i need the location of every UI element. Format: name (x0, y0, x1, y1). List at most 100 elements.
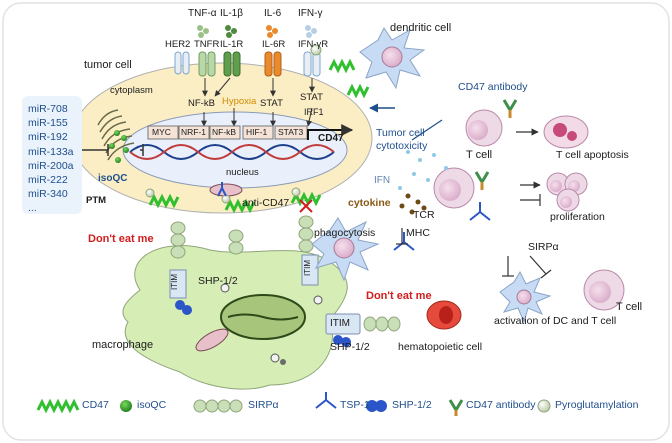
itim-box-right (301, 254, 319, 286)
label-hypoxia: Hypoxia (222, 96, 257, 107)
label-ifn: IFN (374, 175, 391, 186)
dna-strand-b (129, 144, 335, 160)
label-stat-b: STAT (300, 92, 323, 103)
dendritic-cell-2 (311, 217, 380, 282)
label-sirpa: SIRPα (528, 241, 559, 253)
label-hematopoietic-cell: hematopoietic cell (398, 341, 483, 353)
sirpa-stack-left (170, 221, 186, 259)
label-il1b: IL-1β (220, 8, 243, 19)
mirna-panel (22, 96, 82, 214)
gene-boxes (147, 125, 308, 140)
shp-dots (175, 300, 351, 347)
mirna-item: miR-155 (28, 117, 68, 130)
legend-tsp1-glyph (315, 392, 337, 409)
mirna-item: miR-708 (28, 103, 68, 115)
mirna-item: miR-340 (28, 188, 68, 201)
anti-cd47-antibody (217, 182, 227, 197)
label-shp-a: SHP-1/2 (198, 275, 238, 287)
label-dendritic-cell: dendritic cell (390, 22, 452, 34)
label-mhc: MHC (406, 227, 430, 239)
legend-isoqc-glyph (120, 400, 132, 412)
label-tnfr: TNFR (194, 39, 220, 50)
label-tumor-cytotoxicity-1: Tumor cell (376, 127, 425, 139)
label-nfkb: NF-kB (188, 98, 215, 109)
label-itim-b: ITIM (303, 260, 312, 276)
label-nucleus: nucleus (226, 167, 259, 178)
label-ifng: IFN-γ (298, 8, 323, 19)
label-tnf-alpha: TNF-α (188, 8, 217, 19)
label-activation: activation of DC and T cell (494, 315, 617, 327)
label-macrophage: macrophage (92, 339, 154, 351)
mitochondrion-1 (195, 328, 229, 352)
label-cd47-gene: CD47 (318, 133, 344, 144)
label-anti-cd47: anti-CD47 (242, 197, 290, 209)
label-cytokine: cytokine (348, 197, 391, 209)
label-phagocytosis: phagocytosis (314, 227, 376, 239)
dendritic-cell (359, 27, 426, 90)
t-cell-middle (433, 167, 475, 209)
legend-sirpa-glyph (193, 399, 243, 413)
legend-sirpa: SIRPα (248, 399, 279, 411)
label-il1r: IL-1R (220, 39, 244, 50)
tsp1-icon-a (469, 202, 491, 221)
label-stat-a: STAT (260, 98, 283, 109)
label-cytoplasm: cytoplasm (110, 85, 153, 96)
label-il6: IL-6 (264, 8, 282, 19)
legend-shp: SHP-1/2 (392, 399, 432, 411)
legend-pyroglu-glyph (537, 399, 551, 413)
legend-cd47-antibody: CD47 antibody (466, 399, 536, 411)
ligand-ifng (305, 25, 317, 38)
label-ifngr: IFN-γR (298, 39, 329, 50)
itim-box-bottom (325, 313, 361, 335)
label-shp-b: SHP-1/2 (330, 341, 370, 353)
cd47-membrane-top-right (328, 58, 356, 74)
legend-pyroglu: Pyroglutamylation (555, 399, 639, 411)
receptor-ifngr (303, 51, 321, 77)
mirna-item: miR-192 (28, 131, 68, 144)
isoqc-dots (109, 130, 129, 163)
label-proliferation: proliferation (550, 211, 605, 223)
sirpa-stack-right (298, 215, 314, 253)
label-ptm: PTM (86, 195, 107, 206)
receptor-il6r (264, 51, 282, 77)
label-t-cell-apoptosis: T cell apoptosis (556, 149, 629, 161)
sirpa-horizontal (363, 316, 401, 332)
label-tumor-cytotoxicity-2: cytotoxicity (376, 140, 428, 152)
gene-stat3: STAT3 (278, 127, 304, 137)
gene-nfkb: NF-kB (212, 127, 237, 137)
label-itim-c: ITIM (330, 318, 350, 329)
mirna-item: miR-200a (28, 159, 74, 172)
mirna-item: ... (28, 202, 37, 215)
itim-box-left (169, 269, 187, 299)
cd47-transcription-arrow (307, 124, 354, 140)
proliferating-t-cells (546, 172, 588, 212)
label-dont-eat-me-2: Don't eat me (366, 290, 432, 302)
hematopoietic-cell (426, 300, 462, 330)
receptor-il1r (223, 51, 241, 77)
legend-tsp1: TSP-1 (340, 399, 370, 411)
t-cell-bottom (583, 269, 625, 311)
pyroglutamylation-dot (310, 44, 322, 56)
ifn-dots (398, 150, 448, 190)
legend-cd47: CD47 (82, 399, 109, 411)
cd47-membrane-bottom-left (148, 193, 180, 209)
t-cell-top (465, 109, 503, 147)
sirpa-stack-mid (228, 229, 244, 255)
legend-cd47-glyph (36, 398, 80, 414)
gene-nrf1: NRF-1 (181, 127, 207, 137)
label-irf1: IRF1 (304, 107, 324, 117)
legend-shp-glyph (366, 400, 387, 412)
ligand-tnf-alpha (197, 25, 209, 38)
label-tcr: TCR (413, 209, 435, 221)
cd47-antibody-icon-top (502, 99, 518, 118)
gene-hif1: HIF-1 (246, 127, 268, 137)
cd47-membrane-bottom-mid (224, 198, 256, 214)
mirna-item: miR-222 (28, 173, 68, 186)
vesicles (220, 283, 323, 365)
label-t-cell-top: T cell (466, 149, 493, 161)
receptor-tnfr (198, 51, 216, 77)
ligand-il6 (266, 25, 278, 38)
ligand-il1b (225, 25, 237, 38)
label-her2: HER2 (165, 39, 191, 50)
